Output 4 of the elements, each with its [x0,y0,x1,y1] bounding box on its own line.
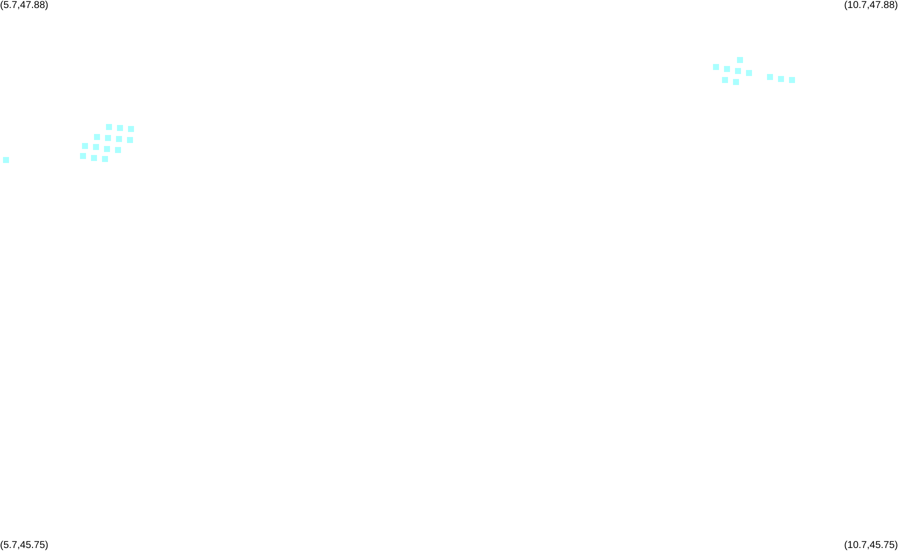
coordinate-label: (10.7,45.75) [844,540,898,552]
coordinate-label: (5.7,45.75) [0,540,48,552]
coordinate-label: (5.7,47.88) [0,0,48,12]
coordinate-label: (10.7,47.88) [844,0,898,12]
